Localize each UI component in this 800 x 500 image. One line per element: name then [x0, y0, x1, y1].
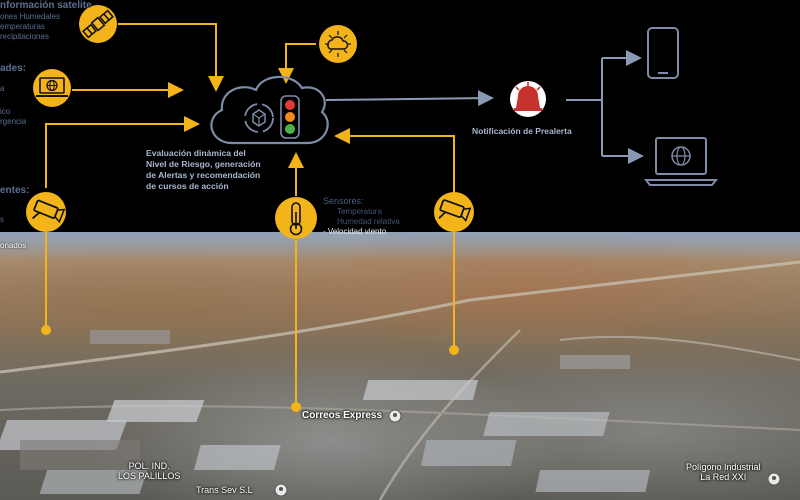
thermometer-icon — [275, 197, 317, 239]
evaluation-line-2: Nivel de Riesgo, generación — [146, 159, 261, 169]
left-heading-1: nformación satelite — [0, 0, 92, 11]
evaluation-line-4: de cursos de acción — [146, 181, 229, 191]
left-line-2a: a — [0, 84, 5, 93]
map-label-poligono-line1: Polígono Industrial — [686, 462, 761, 472]
right-camera-icon — [434, 192, 474, 232]
cloud-service-connector — [278, 43, 316, 84]
map-buildings — [0, 330, 651, 494]
thermometer-connector — [288, 152, 304, 412]
left-line-3a: s — [0, 215, 4, 224]
satellite-icon — [79, 5, 117, 43]
risk-cloud-icon — [210, 75, 329, 145]
map-label-pol-ind: POL. IND. LOS PALILLOS — [118, 461, 180, 481]
poligono-pin-icon — [767, 472, 781, 486]
evaluation-line-1: Evaluación dinámica del — [146, 148, 246, 158]
left-line-1a: ones Humedales — [0, 12, 61, 21]
alarm-light-icon — [510, 81, 546, 117]
left-line-1c: recipitaciones — [0, 32, 49, 41]
left-line-2b: ico — [0, 107, 11, 116]
map-label-pol-ind-line1: POL. IND. — [128, 461, 170, 471]
traffic-light-icon — [280, 95, 300, 139]
trans-pin-icon — [274, 483, 288, 497]
left-camera-connector — [41, 116, 200, 335]
correos-pin-icon — [388, 409, 402, 423]
laptop-icon — [643, 137, 719, 186]
alarm-to-devices-arrows — [566, 50, 644, 164]
laptop-globe-icon — [33, 69, 71, 107]
evaluation-label: Evaluación dinámica del Nivel de Riesgo,… — [146, 148, 296, 192]
left-heading-3: entes: — [0, 185, 30, 196]
map-label-pol-ind-line2: LOS PALILLOS — [118, 471, 181, 481]
map-label-trans: Trans Sev S.L — [196, 485, 253, 495]
sensors-title: Sensores: — [323, 196, 364, 206]
phone-icon — [647, 27, 679, 79]
map-label-poligono-line2: La Red XXI — [700, 472, 747, 482]
sensor-item-humidity: Humedad relativa — [337, 217, 400, 226]
left-line-2c: rgencia — [0, 117, 27, 126]
left-line-1b: emperaturas — [0, 22, 45, 31]
map-label-correos: Correos Express — [302, 410, 383, 421]
left-line-3b: onados — [0, 241, 27, 250]
cloud-network-icon — [319, 25, 357, 63]
evaluation-line-3: de Alertas y recomendación — [146, 170, 261, 180]
right-camera-connector — [334, 128, 459, 355]
dark-diagram-area — [0, 0, 800, 232]
map-label-poligono: Polígono Industrial La Red XXI — [686, 462, 761, 482]
cloud-to-alarm-arrow — [325, 90, 494, 107]
satellite-connector — [118, 23, 224, 92]
sensor-item-temperature: Temperatura — [337, 207, 382, 216]
map-roads — [0, 260, 800, 500]
left-heading-2: ades: — [0, 63, 27, 74]
notification-label: Notificación de Prealerta — [472, 126, 572, 136]
recycle-box-icon — [244, 103, 274, 133]
left-camera-icon — [26, 192, 66, 232]
sensor-item-wind: - Velocidad viento — [323, 227, 387, 236]
